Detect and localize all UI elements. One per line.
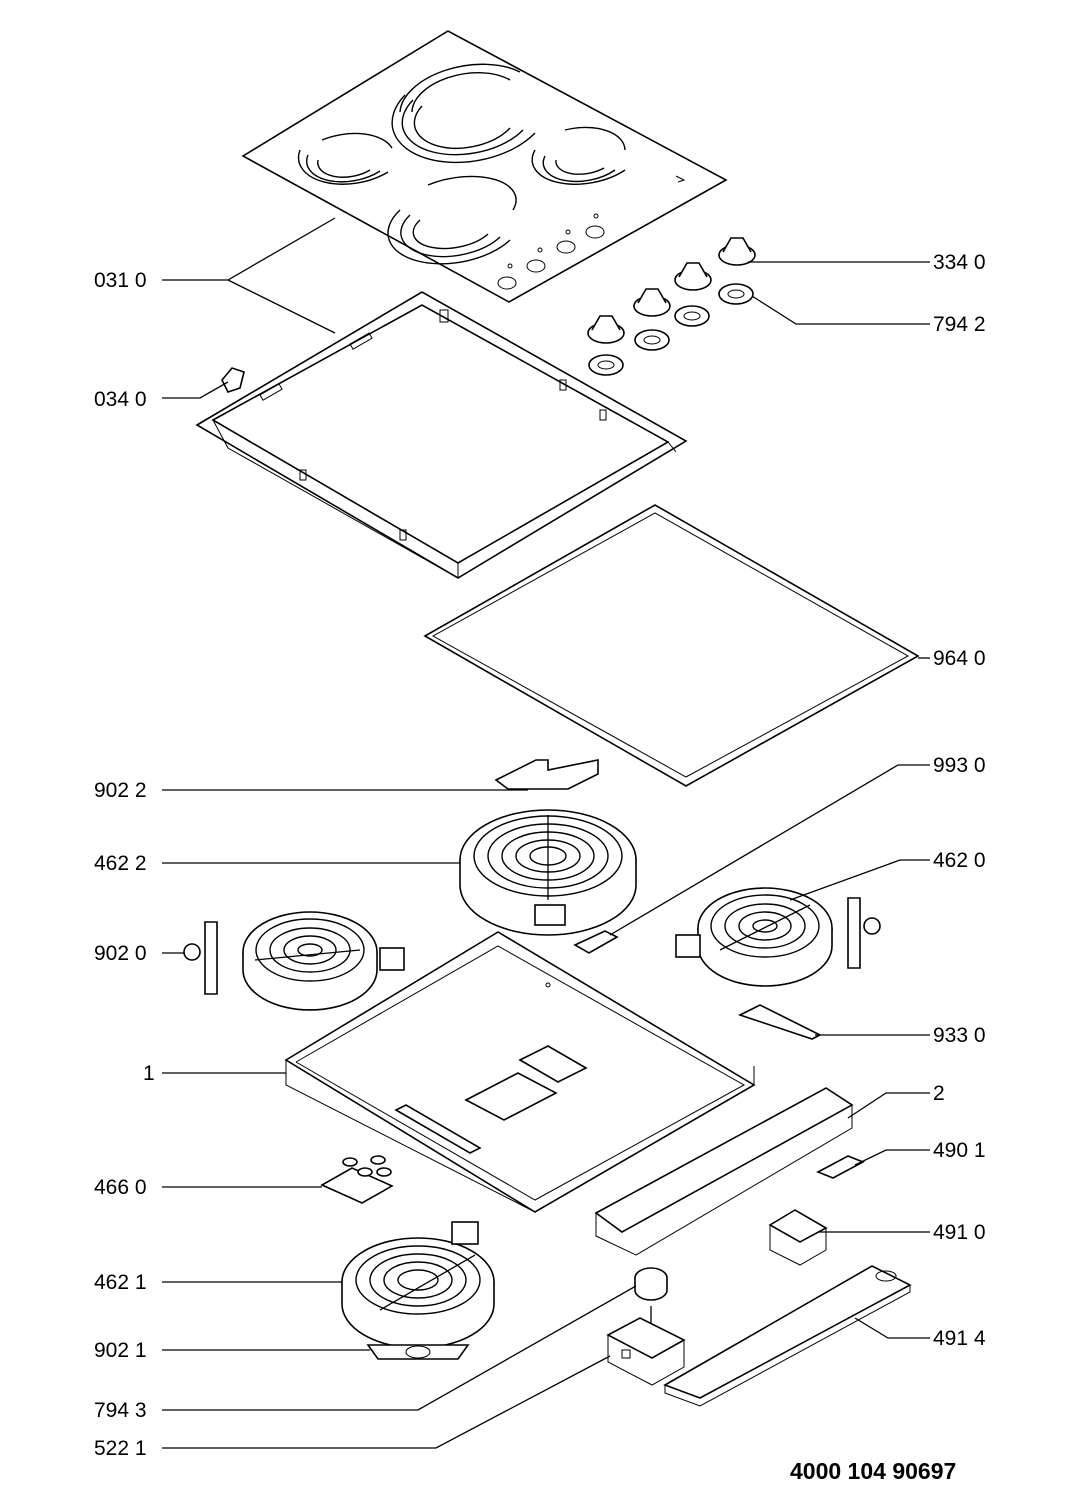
heating-element-right [675,887,881,987]
label-902-0: 902 0 [94,942,147,965]
switch-block [768,1209,828,1266]
regulator [606,1267,686,1386]
cover-strip [663,1265,912,1407]
label-794-3: 794 3 [94,1399,147,1422]
control-rail [594,1087,854,1256]
heating-element-front [341,1221,495,1360]
thermal-clip [573,930,619,954]
heating-element-left [183,911,405,1011]
terminal-block [320,1155,394,1204]
label-462-2: 462 2 [94,852,147,875]
selector-switch [816,1155,865,1179]
label-522-1: 522 1 [94,1437,147,1460]
label-2: 2 [933,1082,945,1105]
seal-gasket [423,504,920,787]
cooktop-frame [195,291,688,579]
label-993-0: 993 0 [933,754,986,777]
label-031-0: 031 0 [94,269,147,292]
control-knobs [587,237,756,376]
label-491-4: 491 4 [933,1327,986,1350]
leader-lines [162,217,930,1449]
sensor-bracket [737,1004,822,1040]
label-933-0: 933 0 [933,1024,986,1047]
label-1: 1 [143,1062,155,1085]
label-902-2: 902 2 [94,779,147,802]
label-462-1: 462 1 [94,1271,147,1294]
label-490-1: 490 1 [933,1139,986,1162]
frame-clip [221,367,245,393]
label-034-0: 034 0 [94,388,147,411]
base-tray [284,931,756,1213]
heating-element-large [459,759,637,936]
label-466-0: 466 0 [94,1176,147,1199]
document-number: 4000 104 90697 [790,1458,957,1484]
label-462-0: 462 0 [933,849,986,872]
label-491-0: 491 0 [933,1221,986,1244]
ceramic-glass-top [241,30,728,303]
label-334-0: 334 0 [933,251,986,274]
label-902-1: 902 1 [94,1339,147,1362]
label-794-2: 794 2 [933,313,986,336]
label-964-0: 964 0 [933,647,986,670]
